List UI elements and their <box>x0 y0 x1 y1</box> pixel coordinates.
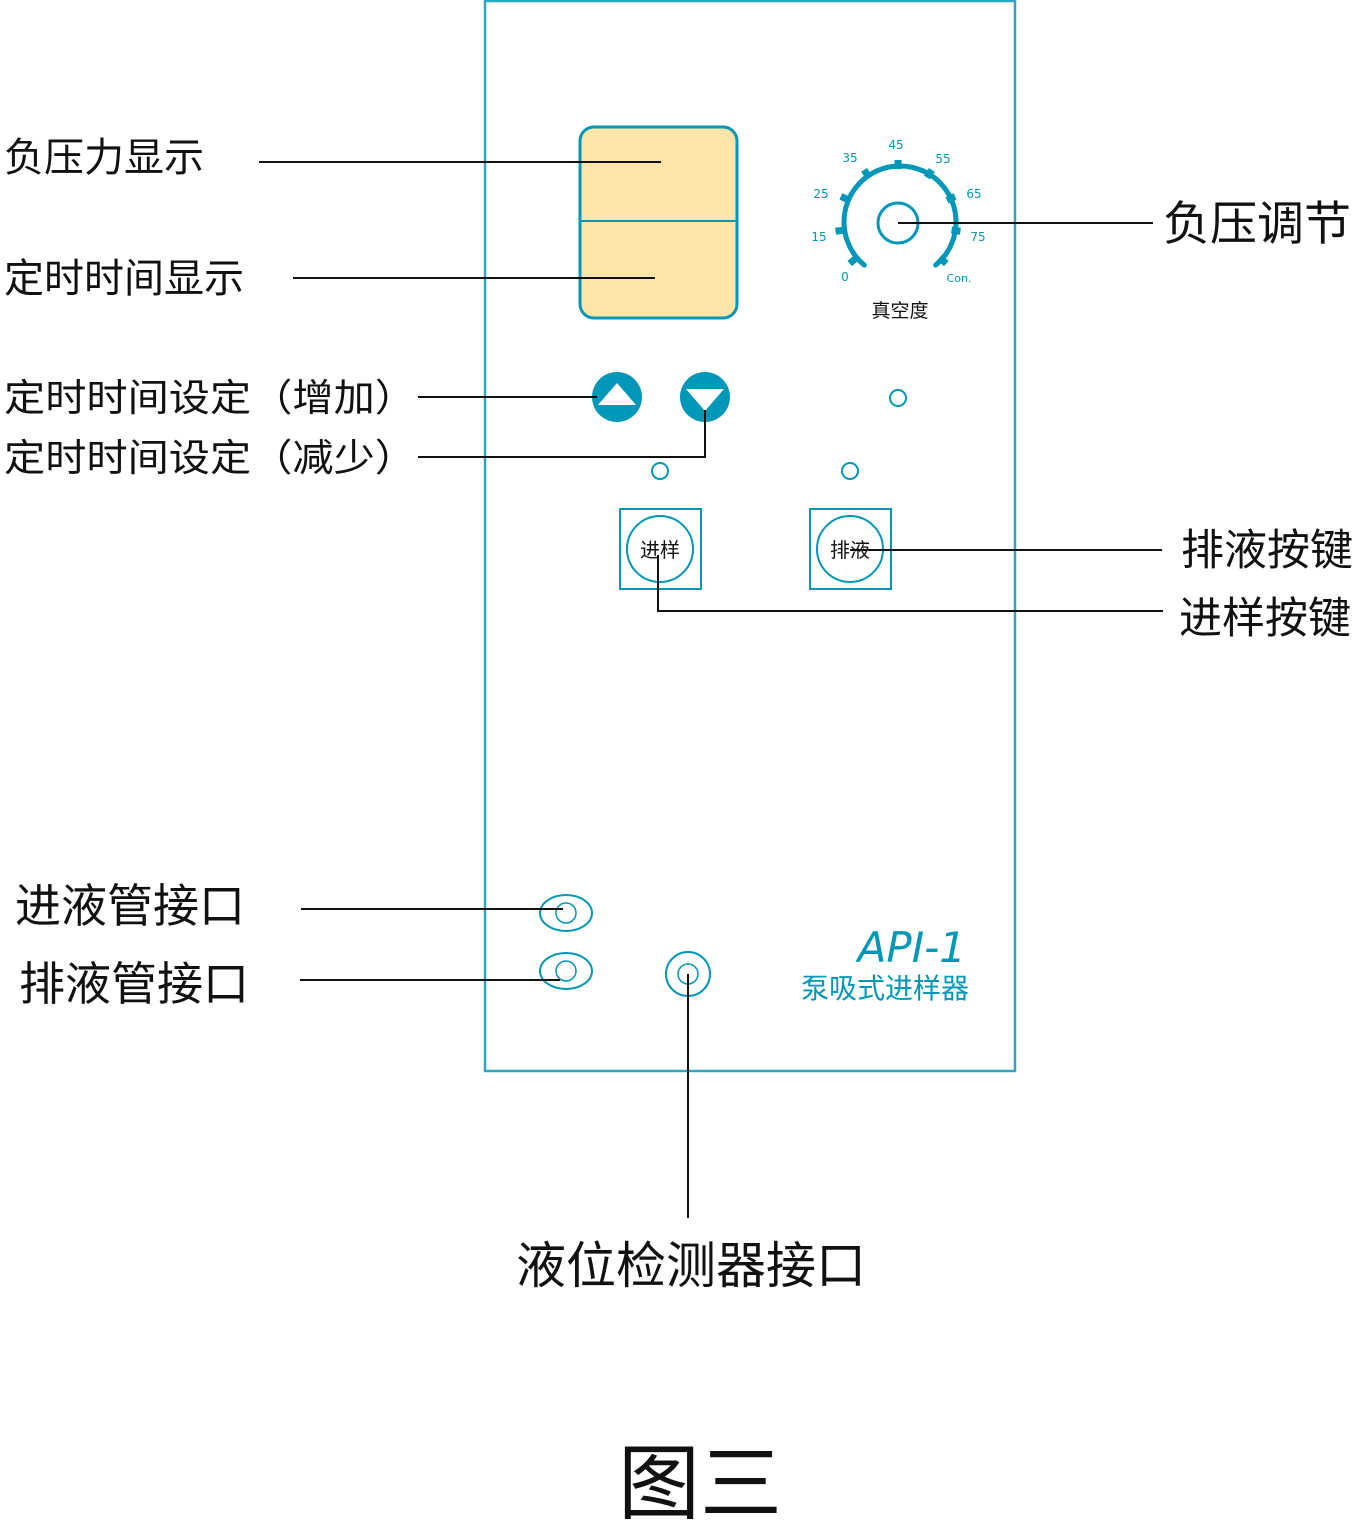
dial-tick-marks <box>835 160 961 267</box>
callout-time-up: 定时时间设定（增加） <box>4 376 416 420</box>
callout-drain-key: 排液按键 <box>1181 526 1353 576</box>
figure-label: 图三 <box>618 1437 782 1520</box>
product-name: 泵吸式进样器 <box>801 972 969 1005</box>
dial-tick-label: 15 <box>811 230 826 244</box>
dial-tick-label: 65 <box>966 187 981 201</box>
display-window <box>578 125 739 320</box>
leader-time-down <box>418 410 706 458</box>
callout-time-down: 定时时间设定（减少） <box>4 436 416 480</box>
indicator-led-dial <box>889 389 907 407</box>
drain-port[interactable] <box>539 952 593 990</box>
callout-pressure-adjust: 负压调节 <box>1163 197 1351 252</box>
timer-up-button[interactable] <box>592 372 642 422</box>
leader-sample-key <box>657 555 1163 612</box>
dial-tick-mark <box>835 226 845 235</box>
callout-pressure-display: 负压力显示 <box>4 135 204 181</box>
dial-tick-mark <box>861 167 872 180</box>
dial-tick-label: 25 <box>813 187 828 201</box>
sample-key[interactable]: 进样 <box>619 508 702 590</box>
drain-port-inner <box>555 960 577 982</box>
callout-inlet-port: 进液管接口 <box>15 879 245 933</box>
callout-level-port: 液位检测器接口 <box>516 1237 866 1295</box>
front-panel <box>483 0 1017 1073</box>
display-frame <box>578 125 739 320</box>
indicator-led-sample <box>651 462 669 480</box>
leader-lines <box>259 161 1163 1218</box>
dial-label: 真空度 <box>871 300 928 322</box>
dial-tick-label: 35 <box>842 151 857 165</box>
timer-down-button[interactable] <box>680 372 730 422</box>
callout-timer-display: 定时时间显示 <box>4 256 244 302</box>
dial-tick-mark <box>839 193 851 204</box>
dial-tick-mark <box>945 193 957 204</box>
dial-tick-mark <box>847 255 859 267</box>
indicator-led-drain <box>841 462 859 480</box>
dial-tick-label: Con. <box>947 272 972 285</box>
callout-drain-port: 排液管接口 <box>19 957 249 1011</box>
dial-tick-mark <box>937 255 949 267</box>
dial-tick-label: 75 <box>970 230 985 244</box>
sample-key-cap[interactable] <box>626 515 694 583</box>
model-name: API-1 <box>855 923 966 972</box>
sample-key-label: 进样 <box>640 538 680 562</box>
dial-tick-label: 0 <box>841 270 849 284</box>
inlet-port[interactable] <box>539 894 593 932</box>
dial-tick-label: 55 <box>935 152 950 166</box>
dial-tick-mark <box>951 226 961 235</box>
dial-tick-label: 45 <box>888 138 903 152</box>
inlet-port-inner <box>555 902 577 924</box>
down-arrow-icon <box>686 389 724 411</box>
callout-sample-key: 进样按键 <box>1179 594 1351 644</box>
up-arrow-icon <box>598 383 636 405</box>
dial-tick-mark <box>924 167 935 180</box>
